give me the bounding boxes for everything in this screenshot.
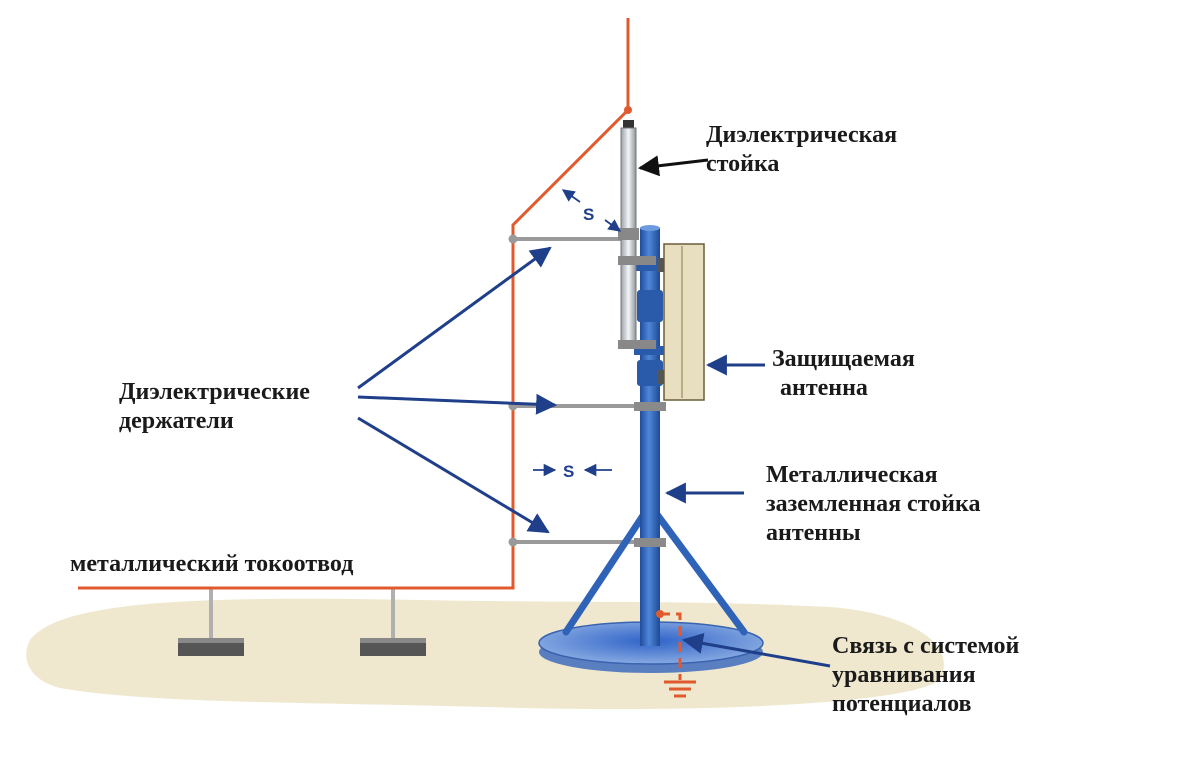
air-terminal-joint — [624, 106, 632, 114]
distance-s-label: S — [583, 205, 594, 224]
dielectric-post — [618, 120, 656, 349]
holder-clamp — [634, 402, 666, 411]
label-dielectric-post: Диэлектрическая стойка — [706, 122, 898, 177]
distance-s-top: S — [561, 189, 622, 232]
label-protected-antenna: Защищаемая антенна — [772, 346, 915, 401]
label-equipotential-bonding: Связь с системой уравнивания потенциалов — [832, 633, 1020, 717]
tripod-legs — [562, 501, 748, 636]
annotation-arrows — [357, 155, 831, 668]
ground-electrode — [360, 588, 426, 656]
distance-s-label: S — [563, 462, 574, 481]
protected-antenna-panel — [658, 243, 705, 401]
arrow-holder-top — [357, 246, 552, 390]
arrow-dielectric-post — [637, 155, 709, 177]
label-metal-grounded-post: Металлическая заземленная стойка антенны — [766, 462, 981, 546]
metal-grounded-mast — [634, 225, 666, 646]
ground-electrode — [178, 588, 244, 656]
arrow-holder-mid — [357, 393, 558, 415]
lightning-downconductor-line — [78, 18, 630, 590]
ground-area — [26, 598, 944, 710]
dielectric-holder-rod — [508, 234, 633, 244]
distance-s-mid: S — [533, 462, 612, 481]
label-metal-downconductor: металлический токоотвод — [70, 551, 354, 577]
arrow-holder-bottom — [357, 416, 550, 534]
equipotential-bonding-link — [656, 610, 696, 698]
label-dielectric-holders: Диэлектрические держатели — [119, 379, 310, 434]
arrow-bonding — [681, 632, 831, 668]
holder-clamp — [634, 538, 666, 547]
